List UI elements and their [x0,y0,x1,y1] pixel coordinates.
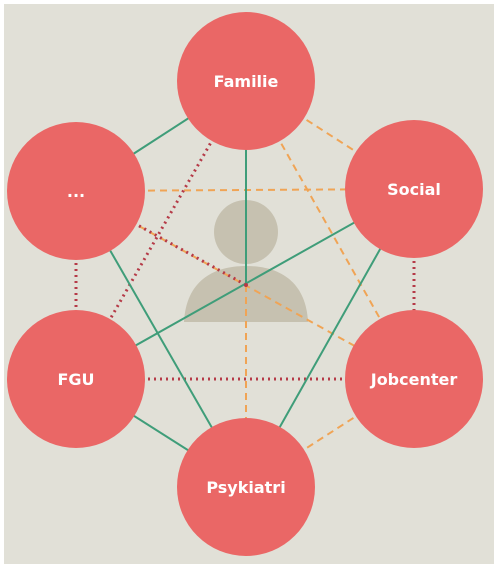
node-label-psykiatri: Psykiatri [206,478,285,497]
link-jobcenter-psykiatri [245,378,415,488]
node-fgu[interactable]: FGU [7,310,145,448]
node-label-other: ... [67,182,85,201]
link-other-center [75,189,247,287]
node-jobcenter[interactable]: Jobcenter [345,310,483,448]
center-hub [244,283,248,287]
node-label-social: Social [387,180,441,199]
node-social[interactable]: Social [345,120,483,258]
node-label-fgu: FGU [57,370,94,389]
node-psykiatri[interactable]: Psykiatri [177,418,315,556]
link-familie-jobcenter [245,80,415,380]
node-familie[interactable]: Familie [177,12,315,150]
node-other[interactable]: ... [7,122,145,260]
node-label-familie: Familie [214,72,279,91]
link-familie-social [245,80,415,190]
node-label-jobcenter: Jobcenter [370,370,458,389]
